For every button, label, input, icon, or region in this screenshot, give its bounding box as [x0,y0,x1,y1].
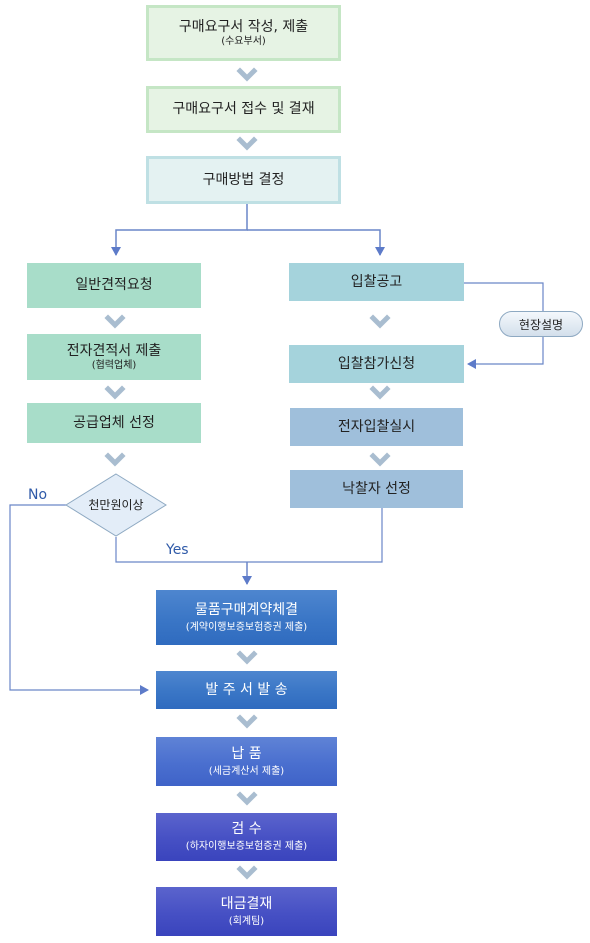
step-e-bidding: 전자입찰실시 [290,408,463,446]
step-inspection: 검 수 (하자이행보증보험증권 제출) [156,813,337,861]
step-title: 전자입찰실시 [337,418,416,435]
step-title: 입찰공고 [350,273,403,290]
step-title: 구매요구서 접수 및 결재 [172,101,315,117]
step-subtitle: (회계팀) [228,915,265,927]
step-subtitle: (계약이행보증보험증권 제출) [185,621,308,633]
step-title: 낙찰자 선정 [342,480,411,497]
step-e-quote-submission: 전자견적서 제출 (협력업체) [27,334,201,380]
step-purchase-request: 구매요구서 작성, 제출 (수요부서) [146,5,341,61]
chevron-down-icon [104,385,126,400]
chevron-down-icon [236,650,258,665]
no-label: No [28,487,48,503]
pill-text: 현장설명 [518,317,564,332]
step-title: 대금결재 [220,895,273,912]
step-title: 발 주 서 발 송 [205,681,288,698]
step-bid-notice: 입찰공고 [289,263,464,301]
site-briefing-pill: 현장설명 [499,311,583,337]
site-line [464,282,544,311]
step-title: 입찰참가신청 [337,355,416,372]
step-payment: 대금결재 (회계팀) [156,887,337,936]
step-title: 공급업체 선정 [73,414,155,431]
step-contract: 물품구매계약체결 (계약이행보증보험증권 제출) [156,590,337,645]
step-subtitle: (협력업체) [91,359,137,371]
step-supplier-selection: 공급업체 선정 [27,403,201,443]
chevron-down-icon [104,452,126,467]
chevron-down-icon [369,452,391,467]
chevron-down-icon [236,67,258,82]
step-title: 구매요구서 작성, 제출 [178,18,309,35]
yes-label: Yes [166,542,189,558]
step-subtitle: (하자이행보증보험증권 제출) [185,841,308,852]
yes-line [115,507,383,563]
branch-line [111,204,248,256]
site-line-return [467,337,544,369]
decision-text: 천만원이상 [88,498,144,512]
decision-diamond [65,473,167,537]
step-method-decision: 구매방법 결정 [146,156,341,204]
step-title: 구매방법 결정 [202,171,285,188]
branch-line-right [247,229,385,256]
chevron-down-icon [104,314,126,329]
chevron-down-icon [369,385,391,400]
chevron-down-icon [236,714,258,729]
step-title: 검 수 [231,821,262,837]
step-general-quote-request: 일반견적요청 [27,263,201,308]
chevron-down-icon [236,136,258,151]
step-title: 물품구매계약체결 [194,601,299,618]
decision-label: 천만원이상 [66,494,166,516]
chevron-down-icon [236,865,258,880]
step-order: 발 주 서 발 송 [156,671,337,709]
step-subtitle: (세금계산서 제출) [208,765,285,777]
no-line [9,504,149,695]
step-winner-selection: 낙찰자 선정 [290,470,463,508]
step-subtitle: (수요부서) [221,35,266,47]
step-delivery: 납 품 (세금계산서 제출) [156,737,337,786]
step-title: 전자견적서 제출 [66,342,162,359]
step-title: 일반견적요청 [75,277,153,293]
step-title: 납 품 [231,745,262,762]
chevron-down-icon [236,791,258,806]
step-bid-registration: 입찰참가신청 [289,345,464,383]
chevron-down-icon [369,314,391,329]
step-request-approval: 구매요구서 접수 및 결재 [146,86,341,133]
